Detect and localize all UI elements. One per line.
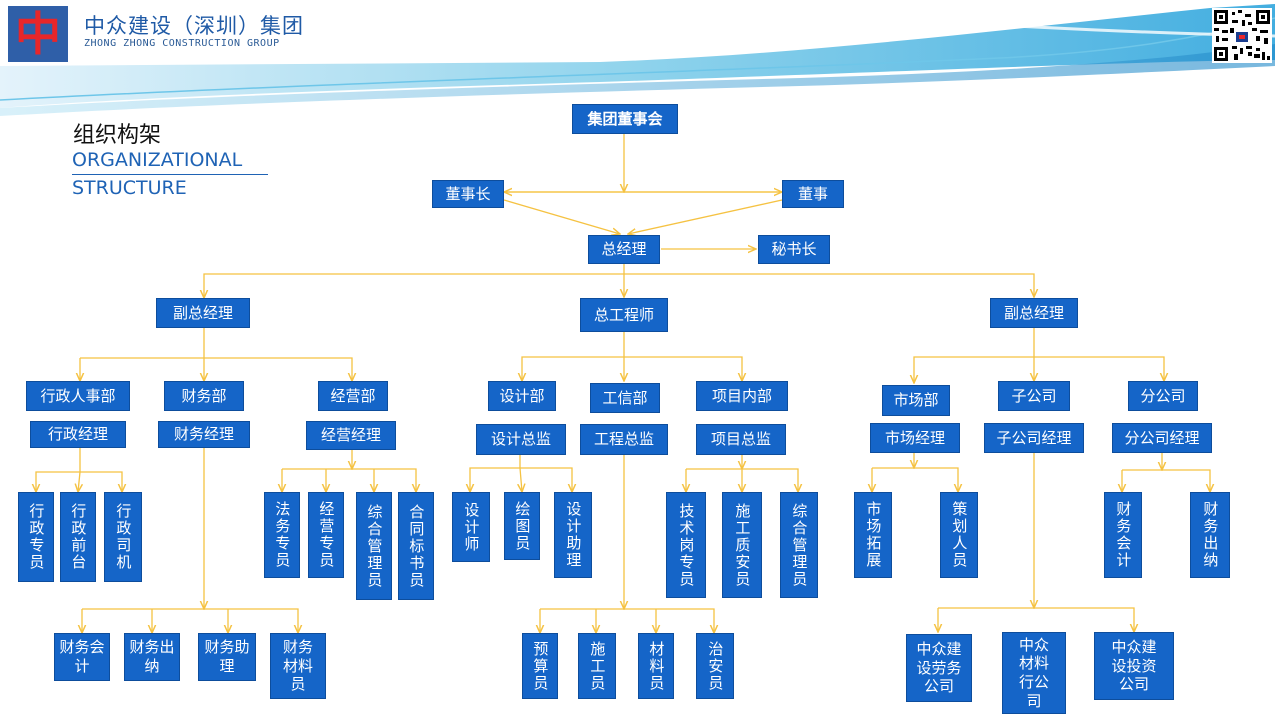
node-eng-staff-2[interactable]: 施工员 xyxy=(578,633,616,699)
node-vp-right[interactable]: 副总经理 xyxy=(990,298,1078,328)
section-title-cn: 组织构架 xyxy=(73,123,162,148)
node-general-manager[interactable]: 总经理 xyxy=(588,235,660,264)
section-title-en-line2: STRUCTURE xyxy=(72,177,187,199)
node-eng-staff-4[interactable]: 治安员 xyxy=(696,633,734,699)
node-director[interactable]: 董事 xyxy=(782,180,844,208)
node-project-director[interactable]: 项目总监 xyxy=(696,424,786,455)
node-market-manager[interactable]: 市场经理 xyxy=(870,423,960,453)
qr-code-icon xyxy=(1212,8,1272,63)
node-business-staff-2[interactable]: 经营专员 xyxy=(308,492,344,578)
node-admin-dept[interactable]: 行政人事部 xyxy=(26,381,130,411)
node-business-staff-3[interactable]: 综合管理员 xyxy=(356,492,392,600)
node-project-staff-3[interactable]: 综合管理员 xyxy=(780,492,818,598)
node-admin-manager[interactable]: 行政经理 xyxy=(30,421,126,448)
node-admin-staff-1[interactable]: 行政专员 xyxy=(18,492,54,582)
node-subsidiary-unit-1[interactable]: 中众建设劳务公司 xyxy=(906,634,972,702)
logo-char: 中 xyxy=(15,7,61,61)
company-name-cn: 中众建设（深圳）集团 xyxy=(84,14,304,38)
node-business-dept[interactable]: 经营部 xyxy=(318,381,388,411)
node-chairman[interactable]: 董事长 xyxy=(432,180,504,208)
node-branch-manager[interactable]: 分公司经理 xyxy=(1112,423,1212,453)
node-eng-staff-3[interactable]: 材料员 xyxy=(638,633,674,699)
node-branch[interactable]: 分公司 xyxy=(1128,381,1198,411)
node-eng-staff-1[interactable]: 预算员 xyxy=(522,633,558,699)
node-business-staff-4[interactable]: 合同标书员 xyxy=(398,492,434,600)
node-branch-staff-1[interactable]: 财务会计 xyxy=(1104,492,1142,578)
node-finance-staff-4[interactable]: 财务材料员 xyxy=(270,633,326,699)
node-design-staff-3[interactable]: 设计助理 xyxy=(554,492,592,578)
company-logo: 中 xyxy=(8,6,68,62)
node-design-staff-2[interactable]: 绘图员 xyxy=(504,492,540,560)
node-subsidiary-unit-3[interactable]: 中众建设投资公司 xyxy=(1094,632,1174,700)
section-title-en-line1: ORGANIZATIONAL xyxy=(72,149,243,171)
node-admin-staff-2[interactable]: 行政前台 xyxy=(60,492,96,582)
node-project-staff-2[interactable]: 施工质安员 xyxy=(722,492,762,598)
node-board[interactable]: 集团董事会 xyxy=(572,104,678,134)
node-eng-dept[interactable]: 工信部 xyxy=(590,383,660,413)
node-finance-staff-3[interactable]: 财务助理 xyxy=(198,633,256,681)
node-subsidiary[interactable]: 子公司 xyxy=(998,381,1070,411)
node-vp-left[interactable]: 副总经理 xyxy=(156,298,250,328)
node-branch-staff-2[interactable]: 财务出纳 xyxy=(1190,492,1230,578)
node-finance-staff-2[interactable]: 财务出纳 xyxy=(124,633,180,681)
node-finance-manager[interactable]: 财务经理 xyxy=(158,421,250,448)
node-market-staff-1[interactable]: 市场拓展 xyxy=(854,492,892,578)
node-finance-staff-1[interactable]: 财务会计 xyxy=(54,633,110,681)
node-market-staff-2[interactable]: 策划人员 xyxy=(940,492,978,578)
node-finance-dept[interactable]: 财务部 xyxy=(164,381,244,411)
node-eng-director[interactable]: 工程总监 xyxy=(580,424,668,455)
node-subsidiary-manager[interactable]: 子公司经理 xyxy=(984,423,1084,453)
node-market-dept[interactable]: 市场部 xyxy=(882,385,950,416)
company-name-en: ZHONG ZHONG CONSTRUCTION GROUP xyxy=(84,38,280,49)
node-subsidiary-unit-2[interactable]: 中众材料行公司 xyxy=(1002,632,1066,714)
node-project-dept[interactable]: 项目内部 xyxy=(696,381,788,411)
node-design-staff-1[interactable]: 设计师 xyxy=(452,492,490,562)
header-banner: 中 中众建设（深圳）集团 ZHONG ZHONG CONSTRUCTION GR… xyxy=(0,0,1275,120)
node-design-director[interactable]: 设计总监 xyxy=(476,424,566,455)
node-secretary-general[interactable]: 秘书长 xyxy=(758,235,830,264)
node-admin-staff-3[interactable]: 行政司机 xyxy=(104,492,142,582)
banner-swoosh xyxy=(0,0,1275,116)
node-design-dept[interactable]: 设计部 xyxy=(488,381,556,411)
node-project-staff-1[interactable]: 技术岗专员 xyxy=(666,492,706,598)
node-business-staff-1[interactable]: 法务专员 xyxy=(264,492,300,578)
node-business-manager[interactable]: 经营经理 xyxy=(306,421,396,450)
node-chief-engineer[interactable]: 总工程师 xyxy=(580,298,668,332)
title-divider xyxy=(72,174,268,175)
